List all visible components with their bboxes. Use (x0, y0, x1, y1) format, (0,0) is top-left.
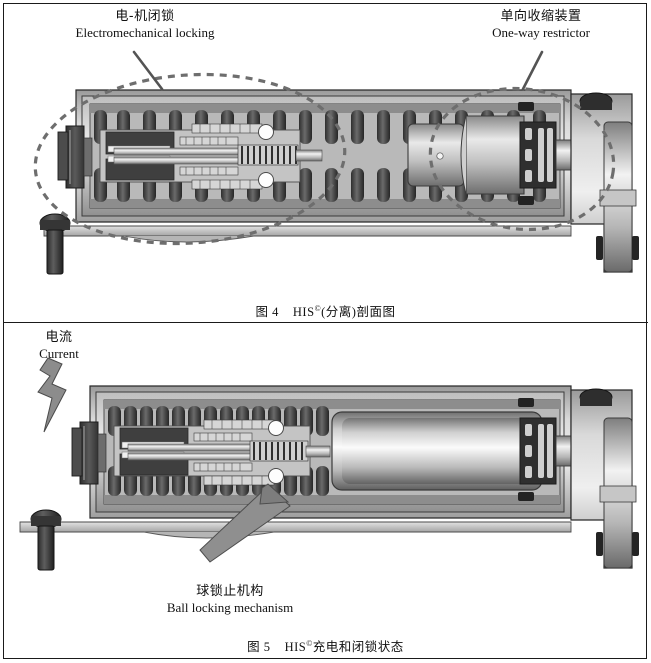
one-way-restrictor-valve (518, 398, 573, 501)
ball-lock-upper (268, 420, 284, 436)
one-way-restrictor-valve (518, 102, 573, 205)
figure-4-caption: 图 4 HIS©(分离)剖面图 (0, 301, 651, 320)
annotation-en-text: Ball locking mechanism (166, 599, 294, 615)
his-separated-section-svg (33, 50, 639, 275)
electrical-connector (71, 421, 107, 485)
caption-label: 图 5 (247, 640, 271, 654)
detent-coil-spring (237, 144, 323, 166)
leader-line-lock (132, 50, 164, 91)
caption-tail: 充电和闭锁状态 (312, 640, 404, 654)
annotation-en-text: Current (39, 345, 79, 361)
piston-assembly (407, 115, 525, 195)
panel-divider (3, 322, 648, 323)
electromechanical-lock-assembly (113, 419, 331, 486)
ball-lock-pointer-arrow (199, 483, 291, 563)
current-lightning-icon (37, 357, 67, 433)
leader-line-restrictor (521, 50, 544, 91)
annotation-cn-text: 单向收缩装置 (500, 9, 582, 24)
piston-accumulator-extended (331, 411, 543, 491)
port-elbow-fitting (570, 92, 639, 273)
figure-border (3, 3, 647, 659)
caption-copyright-mark: © (306, 638, 313, 648)
ball-lock-lower (268, 468, 284, 484)
port-elbow-fitting (570, 388, 639, 569)
annotation-cn-text: 电流 (45, 330, 73, 345)
his-charged-locked-section-svg (19, 357, 639, 571)
caption-tail: (分离)剖面图 (321, 305, 396, 319)
electrical-connector (57, 125, 93, 189)
electromechanical-lock-assembly (99, 123, 323, 190)
caption-label: 图 4 (255, 305, 279, 319)
annotation-en-text: Electromechanical locking (75, 24, 215, 40)
mounting-plate-and-bolt (39, 213, 572, 275)
annotation-cn-text: 球锁止机构 (196, 584, 264, 599)
caption-title: HIS (292, 305, 315, 319)
annotation-electromechanical-locking: 电-机闭锁 Electromechanical locking (40, 9, 250, 41)
annotation-one-way-restrictor: 单向收缩装置 One-way restrictor (446, 9, 636, 41)
highlight-ellipse-restrictor (428, 86, 616, 232)
top-panel-drawing (4, 4, 647, 294)
mounting-plate-and-bolt (19, 509, 572, 571)
annotation-current: 电流 Current (14, 330, 104, 362)
annotation-en-text: One-way restrictor (492, 24, 590, 40)
figure-5-caption: 图 5 HIS©充电和闭锁状态 (0, 636, 651, 655)
annotation-cn-text: 电-机闭锁 (115, 9, 175, 24)
annotation-ball-locking-mechanism: 球锁止机构 Ball locking mechanism (120, 584, 340, 616)
detent-coil-spring (249, 440, 331, 462)
caption-copyright-mark: © (314, 303, 322, 313)
bottom-panel-drawing (4, 326, 647, 626)
highlight-ellipse-lock (33, 72, 347, 246)
caption-title: HIS (284, 640, 307, 654)
